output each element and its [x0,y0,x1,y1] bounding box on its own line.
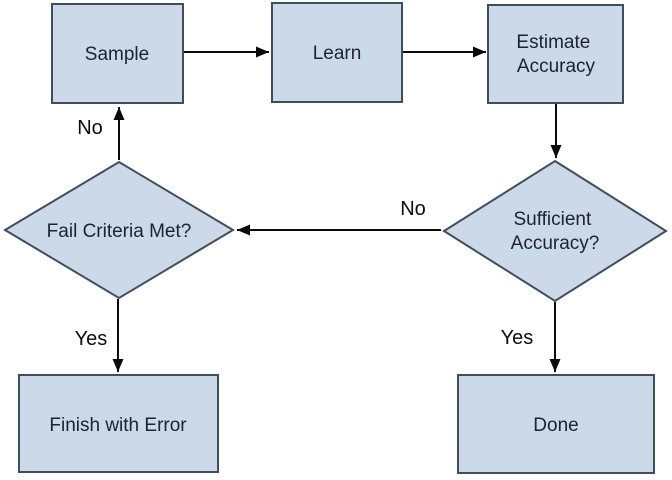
node-sufficient-accuracy-diamond [442,159,668,303]
node-sufficient-accuracy-label: Sufficient Accuracy? [511,209,600,254]
node-sample-label: Sample [85,44,149,65]
node-finish-with-error-box [18,374,219,473]
node-done-box [457,374,655,474]
node-fail-criteria-label: Fail Criteria Met? [47,221,192,242]
node-sufficient-accuracy-label-line1: Sufficient [513,209,592,230]
node-sample-box [51,3,184,104]
node-finish-with-error-label: Finish with Error [49,415,187,436]
edge-label-fail-to-sample-no: No [77,117,103,139]
node-learn-box [271,2,403,103]
node-done-label: Done [533,415,578,436]
node-fail-criteria-diamond [3,160,235,300]
node-estimate-accuracy-label-line2: Accuracy [517,56,596,77]
edge-label-fail-to-finish-yes: Yes [75,328,108,350]
node-estimate-accuracy-box [487,4,624,104]
edge-label-sufficient-to-fail-no: No [400,198,426,220]
edge-label-sufficient-to-done-yes: Yes [501,327,534,349]
node-estimate-accuracy-label-line1: Estimate [516,32,590,53]
node-learn-label: Learn [313,43,362,64]
node-estimate-accuracy-label: Estimate Accuracy [516,32,595,77]
node-sufficient-accuracy-label-line2: Accuracy? [511,233,600,254]
